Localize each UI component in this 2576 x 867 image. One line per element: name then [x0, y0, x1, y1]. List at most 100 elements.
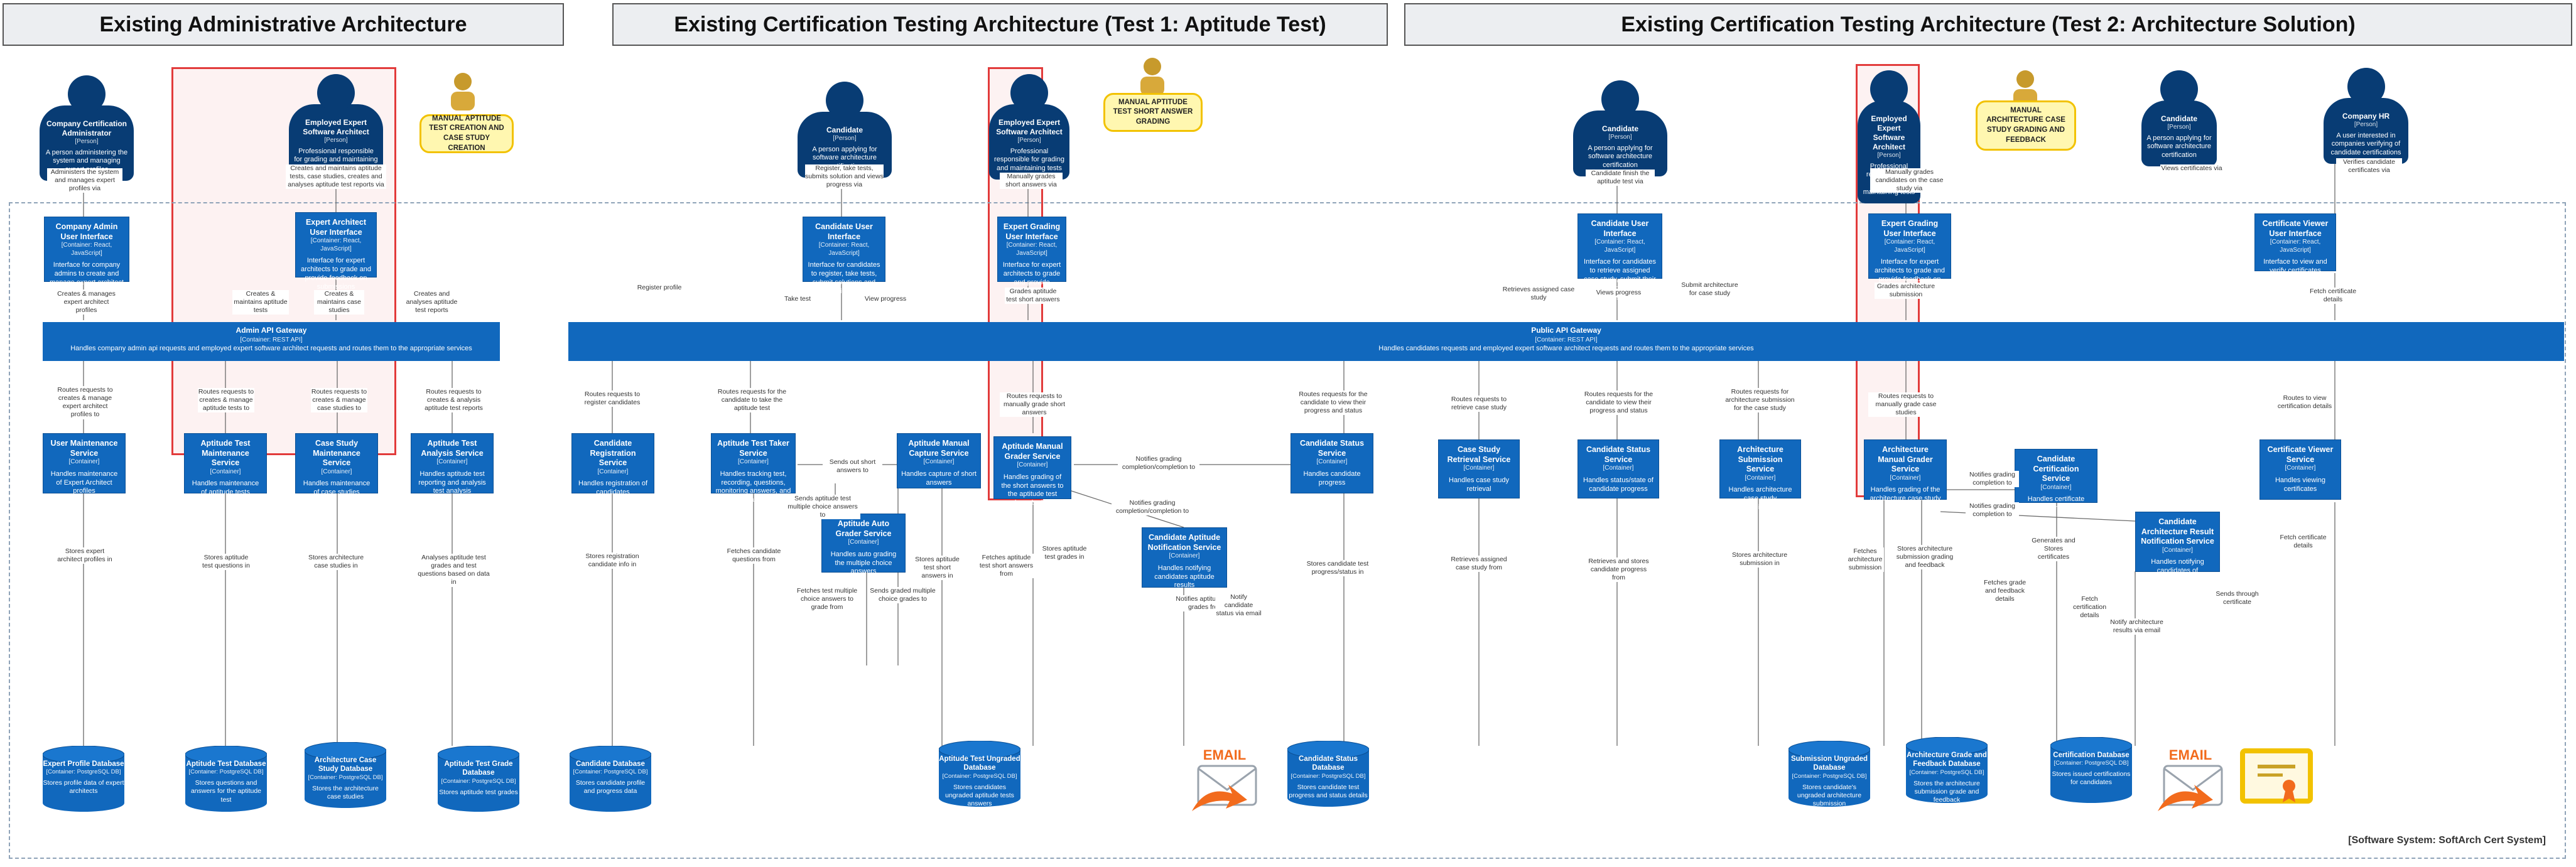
label-grade-short-answers: Grades aptitude test short answers — [1005, 288, 1061, 304]
candidate-test2: Candidate[Person]A person applying for s… — [1573, 80, 1667, 176]
person-head-icon — [2347, 68, 2385, 105]
person-head-icon — [826, 82, 863, 119]
system-boundary: [Software System: SoftArch Cert System] — [9, 202, 2566, 859]
label-expert2-ui: Manually grades candidates on the case s… — [1870, 168, 1949, 193]
candidate-certification-service: Candidate Certification Service[Containe… — [2015, 449, 2097, 512]
label-gateway-retrieve: Routes requests to retrieve case study — [1444, 396, 1513, 412]
candidate-status-service-test2: Candidate Status Service[Container]Handl… — [1578, 439, 1659, 498]
candidate-aptitude-notification-service: Candidate Aptitude Notification Service[… — [1142, 527, 1227, 589]
label-user-maint-db: Stores expert architect profiles in — [57, 547, 113, 564]
label-expert-gateway-cases: Creates & maintains case studies — [314, 290, 364, 315]
label-fetch-feedback: Fetches grade and feedback details — [1978, 579, 2032, 604]
architecture-submission-service: Architecture Submission Service[Containe… — [1719, 439, 1801, 511]
employed-expert-architect-test1: Employed Expert Software Architect[Perso… — [989, 74, 1069, 180]
expert-profile-database: Expert Profile Database[Container: Postg… — [43, 746, 124, 812]
aptitude-manual-capture-service: Aptitude Manual Capture Service[Containe… — [897, 433, 981, 488]
person-head-icon — [2160, 70, 2198, 108]
company-hr: Company HR[Person]A user interested in c… — [2324, 68, 2408, 164]
aptitude-test-ungraded-database: Aptitude Test Ungraded Database[Containe… — [939, 741, 1020, 807]
certification-database: Certification Database[Container: Postgr… — [2050, 737, 2132, 803]
label-certificate-viewer-db: Fetch certificate details — [2276, 534, 2330, 551]
candidate-user-interface-test1: Candidate User Interface[Container: Reac… — [803, 217, 885, 295]
label-submission-db: Stores architecture submission in — [1728, 551, 1791, 568]
label-send-certificate: Sends through certificate — [2211, 590, 2264, 607]
label-notifies-grading-1: Notifies grading completion/completion t… — [1118, 455, 1199, 472]
label-sends-multiple-choice: Sends aptitude test multiple choice answ… — [785, 495, 860, 520]
label-gateway-analysis: Routes requests to creates & analysis ap… — [424, 388, 484, 413]
label-expert-gateway-reports: Creates and analyses aptitude test repor… — [402, 290, 462, 315]
label-register-profile: Register profile — [631, 284, 688, 293]
aptitude-test-grade-database: Aptitude Test Grade Database[Container: … — [438, 746, 519, 812]
architecture-grade-feedback-database: Architecture Grade and Feedback Database… — [1906, 737, 1988, 804]
certificate-icon — [2239, 747, 2314, 807]
label-candidate1-ui: Register, take tests, submits solution a… — [805, 164, 884, 190]
person-head-icon — [317, 74, 355, 112]
candidate-registration-service: Candidate Registration Service[Container… — [571, 433, 654, 496]
architecture-manual-grader-service: Architecture Manual Grader Service[Conta… — [1864, 439, 1947, 502]
label-aptitude-db: Stores aptitude test questions in — [198, 554, 254, 571]
label-candidate3-ui: Views certificates via — [2160, 164, 2223, 173]
label-status-db: Stores candidate test progress/status in — [1306, 560, 1369, 577]
label-view-progress: View progress — [860, 295, 911, 304]
label-take-test: Take test — [779, 295, 816, 304]
manual-worker-icon — [446, 70, 480, 114]
manual-worker-icon — [1135, 55, 1170, 99]
label-gateway-aptitude: Routes requests to creates & manage apti… — [198, 388, 254, 413]
aptitude-test-analysis-service: Aptitude Test Analysis Service[Container… — [411, 433, 494, 495]
candidate-status-database: Candidate Status Database[Container: Pos… — [1287, 741, 1369, 807]
expert-grading-user-interface-test1: Expert Grading User Interface[Container:… — [997, 217, 1066, 303]
expert-architect-user-interface: Expert Architect User Interface[Containe… — [295, 212, 377, 291]
label-admin-ui: Administers the system and manages exper… — [47, 168, 122, 193]
candidate-architecture-result-notification-service: Candidate Architecture Result Notificati… — [2135, 512, 2220, 583]
aptitude-test-database: Aptitude Test Database[Container: Postgr… — [185, 746, 267, 812]
email-icon: EMAIL — [2153, 741, 2231, 819]
aptitude-test-maintenance-service: Aptitude Test Maintenance Service[Contai… — [184, 433, 267, 496]
label-retrieve-case-study: Retrieves assigned case study — [1495, 286, 1583, 303]
certificate-viewer-service: Certificate Viewer Service[Container]Han… — [2259, 439, 2341, 500]
test2-architecture-title: Existing Certification Testing Architect… — [1404, 3, 2572, 46]
label-candidate2-ui: Candidate finish the aptitude test via — [1586, 170, 1655, 186]
label-gateway-take-test: Routes requests for the candidate to tak… — [710, 388, 794, 413]
label-gateway-user-maintenance: Routes requests to creates & manage expe… — [55, 386, 115, 419]
expert-grading-user-interface-test2: Expert Grading User Interface[Container:… — [1868, 213, 1951, 292]
label-expert-gateway-tests: Creates & maintains aptitude tests — [232, 290, 289, 315]
company-certification-administrator: Company Certification Administrator[Pers… — [40, 75, 134, 181]
label-gateway-register: Routes requests to register candidates — [581, 390, 644, 407]
aptitude-test-taker-service: Aptitude Test Taker Service[Container]Ha… — [711, 433, 796, 504]
label-admin-ui-gateway: Creates & manages expert architect profi… — [57, 290, 116, 315]
system-boundary-label: [Software System: SoftArch Cert System] — [2348, 835, 2546, 846]
label-gateway-grade: Routes requests to manually grade short … — [1000, 392, 1069, 417]
label-notify-architecture: Notifies grading completion to — [1966, 502, 2019, 519]
label-expert-admin: Creates and maintains aptitude tests, ca… — [286, 164, 386, 190]
user-maintenance-service: User Maintenance Service[Container]Handl… — [43, 433, 126, 495]
label-notify-email: Notify candidate status via email — [1215, 593, 1262, 618]
label-submit-architecture: Submit architecture for case study — [1677, 281, 1743, 298]
label-store-feedback: Stores architecture submission grading a… — [1890, 545, 1959, 570]
candidate-user-interface-test2: Candidate User Interface[Container: Reac… — [1578, 213, 1662, 300]
label-registration-db: Stores registration candidate info in — [581, 552, 644, 569]
case-study-retrieval-service: Case Study Retrieval Service[Container]H… — [1438, 439, 1520, 498]
label-retrieve-db: Retrieves assigned case study from — [1448, 556, 1510, 573]
label-fetch-questions: Fetches candidate questions from — [721, 547, 787, 564]
candidate-database: Candidate Database[Container: PostgreSQL… — [570, 746, 651, 812]
label-gateway-status: Routes requests for the candidate to vie… — [1299, 390, 1368, 416]
label-fetch-certificates: Fetch certificate details — [2305, 288, 2361, 304]
employed-expert-architect-admin: Employed Expert Software Architect[Perso… — [289, 74, 383, 180]
admin-api-gateway: Admin API Gateway[Container: REST API]Ha… — [43, 322, 500, 361]
aptitude-manual-grader-service: Aptitude Manual Grader Service[Container… — [993, 436, 1071, 507]
label-store-short-answers: Stores aptitude test short answers in — [911, 556, 964, 581]
label-gateway-submission: Routes requests for architecture submiss… — [1724, 388, 1796, 413]
label-hr-ui: Verifies candidate certificates via — [2336, 158, 2402, 175]
label-case-db: Stores architecture case studies in — [308, 554, 364, 571]
label-views-progress: Views progress — [1595, 289, 1642, 298]
note-manual-short-answer-grading: MANUAL APTITUDE TEST SHORT ANSWER GRADIN… — [1103, 93, 1203, 132]
candidate-status-service-test1: Candidate Status Service[Container]Handl… — [1291, 433, 1373, 493]
test1-architecture-title: Existing Certification Testing Architect… — [612, 3, 1388, 46]
person-head-icon — [1601, 80, 1639, 118]
label-notify-certification: Notifies grading completion to — [1966, 471, 2019, 488]
label-store-grades: Stores aptitude test grades in — [1036, 545, 1093, 562]
label-fetch-multiple-choice: Fetches test multiple choice answers to … — [793, 587, 862, 612]
aptitude-auto-grader-service: Aptitude Auto Grader Service[Container]H… — [821, 514, 906, 575]
label-status2-db: Retrieves and stores candidate progress … — [1586, 557, 1652, 583]
admin-architecture-title: Existing Administrative Architecture — [3, 3, 564, 46]
